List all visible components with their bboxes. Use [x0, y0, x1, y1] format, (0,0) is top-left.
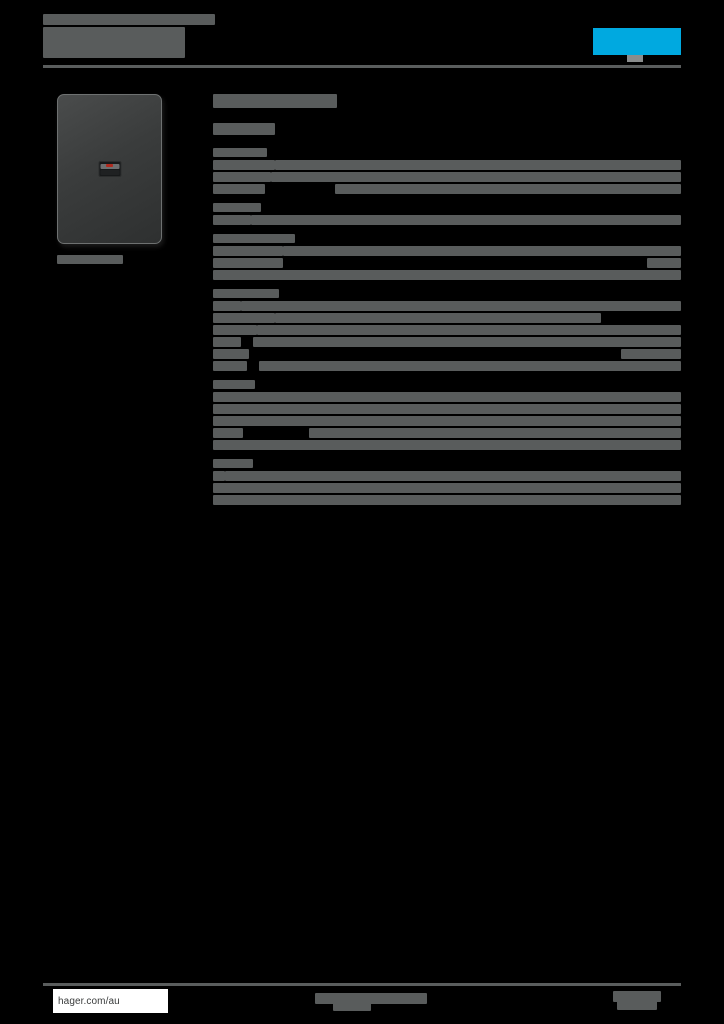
spec-label — [213, 483, 681, 493]
spec-value — [621, 349, 681, 359]
spec-label — [213, 471, 225, 481]
footer-right-line-1 — [613, 991, 661, 1002]
rocker-bottom-half — [100, 169, 119, 175]
spec-label — [213, 404, 681, 414]
spec-label — [213, 361, 247, 371]
spec-gap — [283, 258, 647, 268]
spec-value — [253, 337, 681, 347]
spec-value — [275, 160, 681, 170]
spec-label — [213, 428, 243, 438]
spec-label — [213, 184, 265, 194]
spec-value — [251, 215, 681, 225]
spec-block-title — [213, 380, 255, 389]
spec-label — [213, 325, 257, 335]
spec-row — [213, 246, 681, 256]
spec-label — [213, 258, 283, 268]
spec-gap — [241, 337, 253, 347]
spec-gap — [265, 184, 335, 194]
spec-label — [213, 495, 681, 505]
spec-row — [213, 495, 681, 505]
page-header — [43, 14, 681, 68]
spec-row — [213, 404, 681, 414]
spec-label — [213, 349, 249, 359]
spec-row — [213, 349, 681, 359]
spec-block — [213, 289, 681, 371]
spec-row — [213, 428, 681, 438]
spec-value — [271, 172, 681, 182]
spec-row — [213, 172, 681, 182]
spec-value — [257, 325, 681, 335]
spec-block-title — [213, 203, 261, 212]
spec-row — [213, 160, 681, 170]
spec-label — [213, 160, 275, 170]
footer-divider — [43, 983, 681, 986]
website-url-text: hager.com/au — [58, 995, 120, 1007]
footer-center-line-2 — [333, 1003, 371, 1011]
spec-block-title — [213, 289, 279, 298]
spec-row — [213, 313, 681, 323]
page-footer: hager.com/au — [43, 989, 681, 1015]
spec-value — [647, 258, 681, 268]
spec-gap — [249, 349, 621, 359]
spec-row — [213, 258, 681, 268]
switch-plate-image — [57, 94, 162, 244]
spec-row — [213, 337, 681, 347]
spec-label — [213, 246, 283, 256]
spec-row — [213, 215, 681, 225]
header-divider — [43, 65, 681, 68]
spec-value — [275, 313, 601, 323]
spec-block — [213, 203, 681, 225]
document-kicker — [43, 14, 215, 25]
figure-caption — [57, 255, 123, 264]
spec-label — [213, 392, 681, 402]
sub-heading — [213, 123, 275, 135]
product-figure — [57, 94, 162, 264]
spec-label — [213, 215, 251, 225]
spec-value — [225, 471, 681, 481]
spec-block — [213, 380, 681, 450]
spec-block-title — [213, 148, 267, 157]
footer-right-line-2 — [617, 1001, 657, 1010]
spec-label — [213, 301, 241, 311]
spec-label — [213, 440, 681, 450]
rocker-switch-icon — [98, 161, 121, 177]
spec-label — [213, 270, 681, 280]
spec-block-list — [213, 148, 681, 505]
spec-value — [309, 428, 681, 438]
spec-row — [213, 325, 681, 335]
spec-label — [213, 172, 271, 182]
spec-row — [213, 392, 681, 402]
spec-value — [259, 361, 681, 371]
spec-row — [213, 471, 681, 481]
hager-logo — [593, 28, 681, 62]
spec-label — [213, 313, 275, 323]
spec-value — [283, 246, 681, 256]
spec-block — [213, 148, 681, 194]
spec-row — [213, 416, 681, 426]
specification-content — [213, 94, 681, 514]
spec-block-title — [213, 459, 253, 468]
spec-gap — [247, 361, 259, 371]
spec-value — [241, 301, 681, 311]
spec-row — [213, 440, 681, 450]
footer-center-line-1 — [315, 993, 427, 1004]
spec-gap — [243, 428, 309, 438]
spec-value — [335, 184, 681, 194]
spec-row — [213, 184, 681, 194]
spec-row — [213, 270, 681, 280]
spec-block — [213, 234, 681, 280]
section-heading — [213, 94, 337, 108]
spec-row — [213, 361, 681, 371]
spec-label — [213, 337, 241, 347]
spec-label — [213, 416, 681, 426]
spec-block — [213, 459, 681, 505]
website-url-box[interactable]: hager.com/au — [53, 989, 168, 1013]
indicator-led-icon — [106, 164, 113, 167]
spec-row — [213, 483, 681, 493]
spec-row — [213, 301, 681, 311]
spec-block-title — [213, 234, 295, 243]
page-title — [43, 27, 185, 58]
